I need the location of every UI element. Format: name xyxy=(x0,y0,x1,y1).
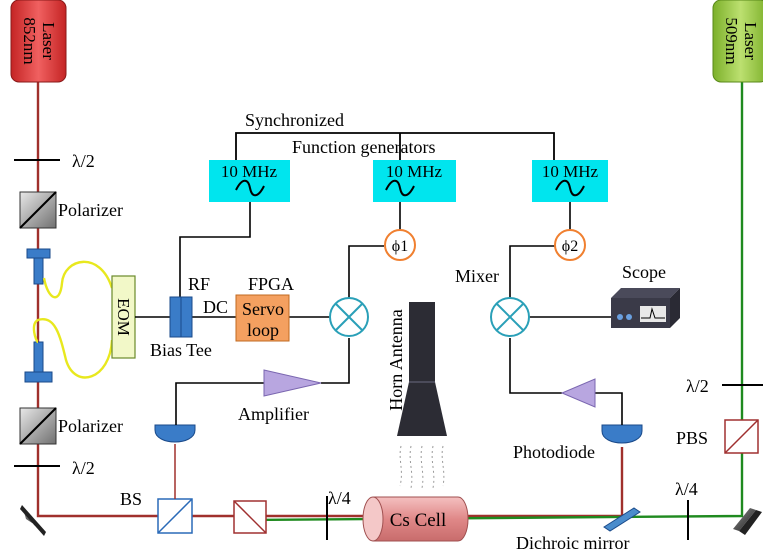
laser-509-label-2: 509nm xyxy=(722,17,741,64)
pbs-left xyxy=(233,500,267,534)
fiber-coupler-top xyxy=(26,248,51,285)
laser-509-label-1: Laser xyxy=(741,22,760,60)
gen2-label: 10 MHz xyxy=(386,162,443,181)
eom-label: EOM xyxy=(114,298,133,336)
mixer-label: Mixer xyxy=(455,266,499,286)
half-wave-bottom-label: λ/2 xyxy=(72,458,95,478)
amplifier-2 xyxy=(560,378,596,408)
laser-852-label-1: Laser xyxy=(39,22,58,60)
phi1-label: ϕ1 xyxy=(392,238,408,255)
half-wave-top-label: λ/2 xyxy=(72,151,95,171)
function-generator-3: 10 MHz xyxy=(532,160,608,202)
function-generator-2: 10 MHz xyxy=(373,160,456,202)
mirror-bottom-right xyxy=(733,508,762,535)
horn-antenna-label: Horn Antenna xyxy=(386,309,406,410)
quarter-wave-left-label: λ/4 xyxy=(328,488,351,508)
laser-509-box: Laser 509nm xyxy=(712,0,763,83)
microwave-field xyxy=(399,445,445,489)
phi2-label: ϕ2 xyxy=(562,238,578,255)
fg-label: Function generators xyxy=(292,137,435,157)
pbs-right: PBS xyxy=(676,419,759,454)
sync-label: Synchronized xyxy=(245,110,344,130)
dichroic-label: Dichroic mirror xyxy=(516,533,629,553)
photodiode: Photodiode xyxy=(513,424,643,462)
bias-tee: RF DC Bias Tee xyxy=(150,274,228,360)
amplifier-label: Amplifier xyxy=(238,404,309,424)
gen3-label: 10 MHz xyxy=(542,162,599,181)
half-wave-right-label: λ/2 xyxy=(686,376,709,396)
polarizer-bottom: Polarizer xyxy=(19,407,123,445)
laser-852-label-2: 852nm xyxy=(20,17,39,64)
half-wave-plate-top: λ/2 xyxy=(14,151,95,171)
beam-splitter: BS xyxy=(120,489,193,534)
quarter-wave-right: λ/4 xyxy=(675,479,698,540)
horn-antenna: Horn Antenna xyxy=(386,302,447,436)
function-generator-1: 10 MHz xyxy=(209,160,290,202)
scope-label: Scope xyxy=(622,262,666,282)
fpga-label: FPGA xyxy=(248,274,294,294)
bias-tee-label: Bias Tee xyxy=(150,340,212,360)
rf-dc-wiring xyxy=(135,202,623,425)
mixer-2: Mixer xyxy=(455,266,530,337)
polarizer-top-label: Polarizer xyxy=(58,200,123,220)
phase-shifter-1: ϕ1 xyxy=(384,229,416,261)
rf-label: RF xyxy=(188,274,210,294)
fiber-coupler-bottom xyxy=(24,341,53,383)
quarter-wave-right-label: λ/4 xyxy=(675,479,698,499)
bs-label: BS xyxy=(120,489,142,509)
pbs-label: PBS xyxy=(676,428,708,448)
eom: EOM xyxy=(111,275,136,359)
servo-label: Servo xyxy=(242,299,284,319)
phase-shifter-2: ϕ2 xyxy=(554,229,586,261)
cs-cell: Cs Cell xyxy=(362,496,469,542)
mirror-bottom-left xyxy=(20,505,46,536)
optical-fiber xyxy=(32,260,114,379)
gen1-label: 10 MHz xyxy=(221,162,278,181)
dichroic-mirror: Dichroic mirror xyxy=(516,507,641,553)
mixer-1 xyxy=(329,297,369,337)
half-wave-plate-bottom: λ/2 xyxy=(14,458,95,478)
photodiode-label: Photodiode xyxy=(513,442,595,462)
polarizer-bottom-label: Polarizer xyxy=(58,416,123,436)
quarter-wave-left: λ/4 xyxy=(326,488,351,540)
sync-bus xyxy=(235,132,555,160)
half-wave-plate-right: λ/2 xyxy=(686,376,763,396)
amplifier-1: Amplifier xyxy=(238,369,322,424)
scope: Scope xyxy=(611,262,680,328)
laser-852-box: Laser 852nm xyxy=(10,0,67,83)
photodetector-left xyxy=(154,424,196,443)
servo-loop: FPGA Servo loop xyxy=(235,274,294,342)
loop-label: loop xyxy=(247,320,279,340)
polarizer-top: Polarizer xyxy=(19,191,123,229)
dc-label: DC xyxy=(203,297,228,317)
cs-cell-label: Cs Cell xyxy=(390,510,446,531)
